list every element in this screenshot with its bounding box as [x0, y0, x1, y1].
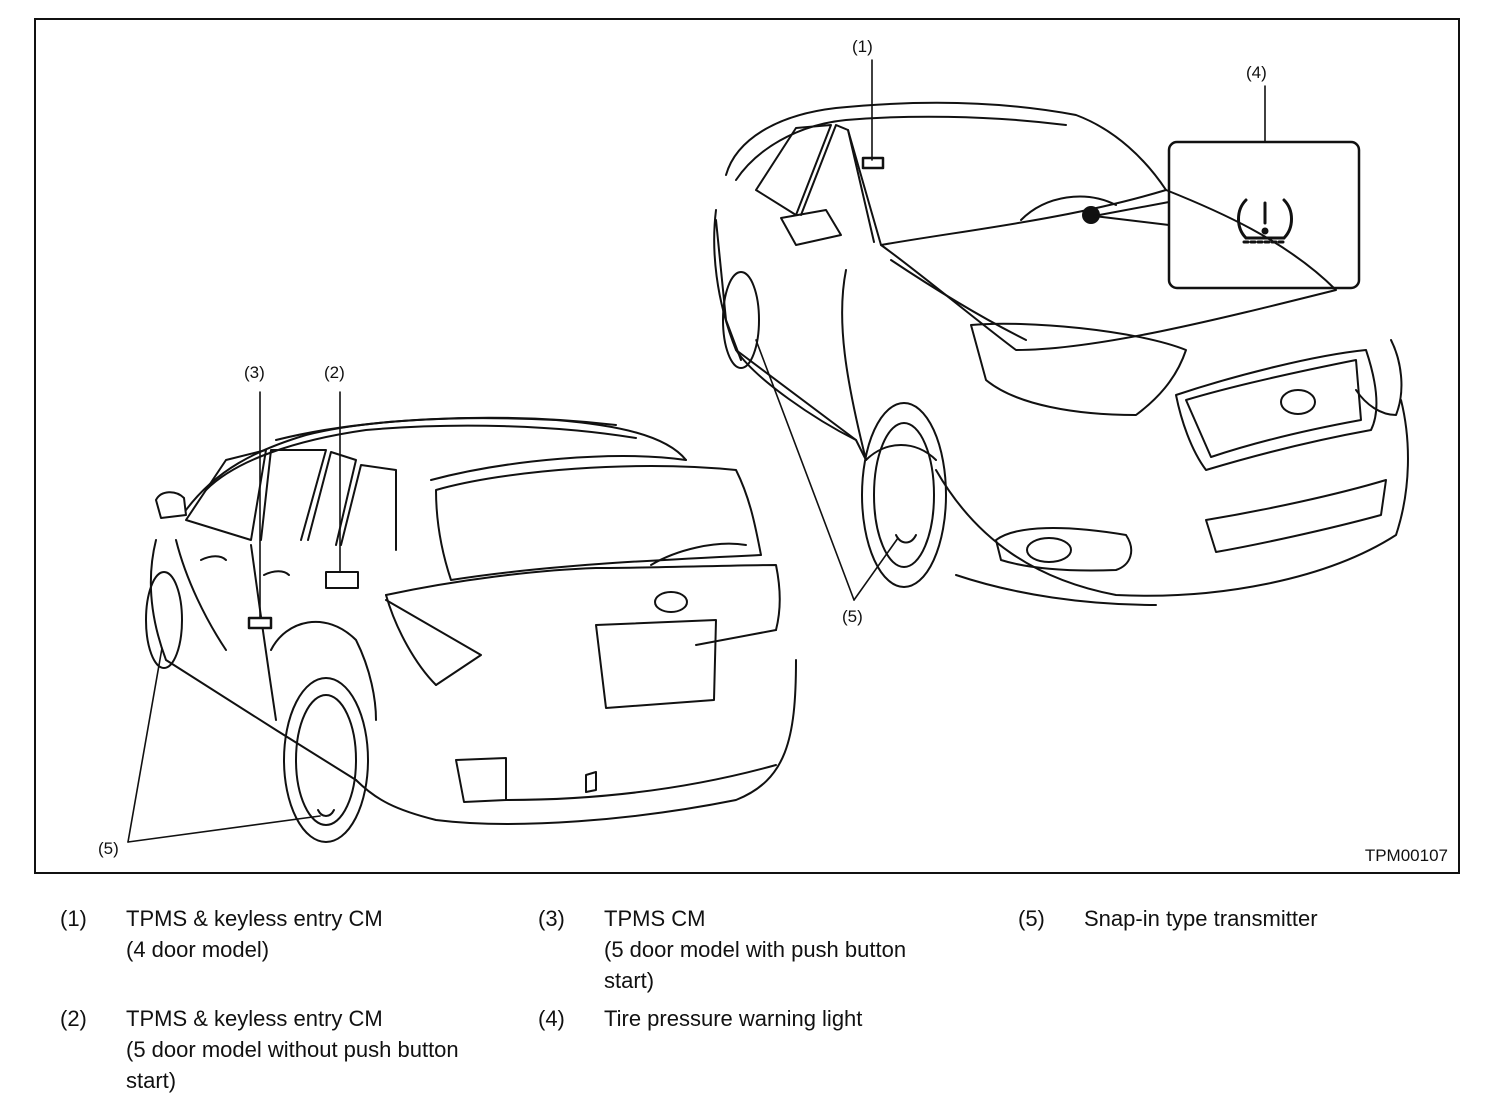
legend-text: TPMS & keyless entry CM — [126, 906, 383, 931]
legend-number: (3) — [538, 906, 565, 931]
legend-text: Snap-in type transmitter — [1084, 906, 1318, 931]
leader-lines — [127, 59, 1266, 843]
callout-4: (4) — [1246, 63, 1267, 82]
legend-text: (5 door model without push button — [126, 1037, 459, 1062]
figure-code: TPM00107 — [1364, 846, 1448, 865]
callout-3: (3) — [244, 363, 265, 382]
legend-number: (5) — [1018, 906, 1045, 931]
legend-text: TPMS CM — [604, 906, 706, 931]
legend-number: (1) — [60, 906, 87, 931]
legend-number: (2) — [60, 1006, 87, 1031]
callout-2: (2) — [324, 363, 345, 382]
diagram-frame: (1) (4) (3) (2) (5) (5) TPM00107 — [34, 18, 1460, 874]
vehicle-illustration — [127, 59, 1409, 843]
legend-text: start) — [126, 1068, 177, 1093]
legend-text: start) — [604, 968, 655, 993]
sedan-4-door-drawing — [713, 101, 1409, 606]
legend-text: Tire pressure warning light — [604, 1006, 863, 1031]
wagon-5-door-drawing — [145, 416, 797, 843]
legend-text: (5 door model with push button — [604, 937, 907, 962]
legend-text: (4 door model) — [126, 937, 270, 962]
callout-1: (1) — [852, 37, 873, 56]
callout-5-wagon: (5) — [98, 839, 119, 858]
tire-pressure-warning-light-inset — [1093, 140, 1361, 290]
legend-number: (4) — [538, 1006, 565, 1031]
callout-5-sedan: (5) — [842, 607, 863, 626]
legend-text: TPMS & keyless entry CM — [126, 1006, 383, 1031]
tpms-warning-icon — [1237, 198, 1293, 244]
